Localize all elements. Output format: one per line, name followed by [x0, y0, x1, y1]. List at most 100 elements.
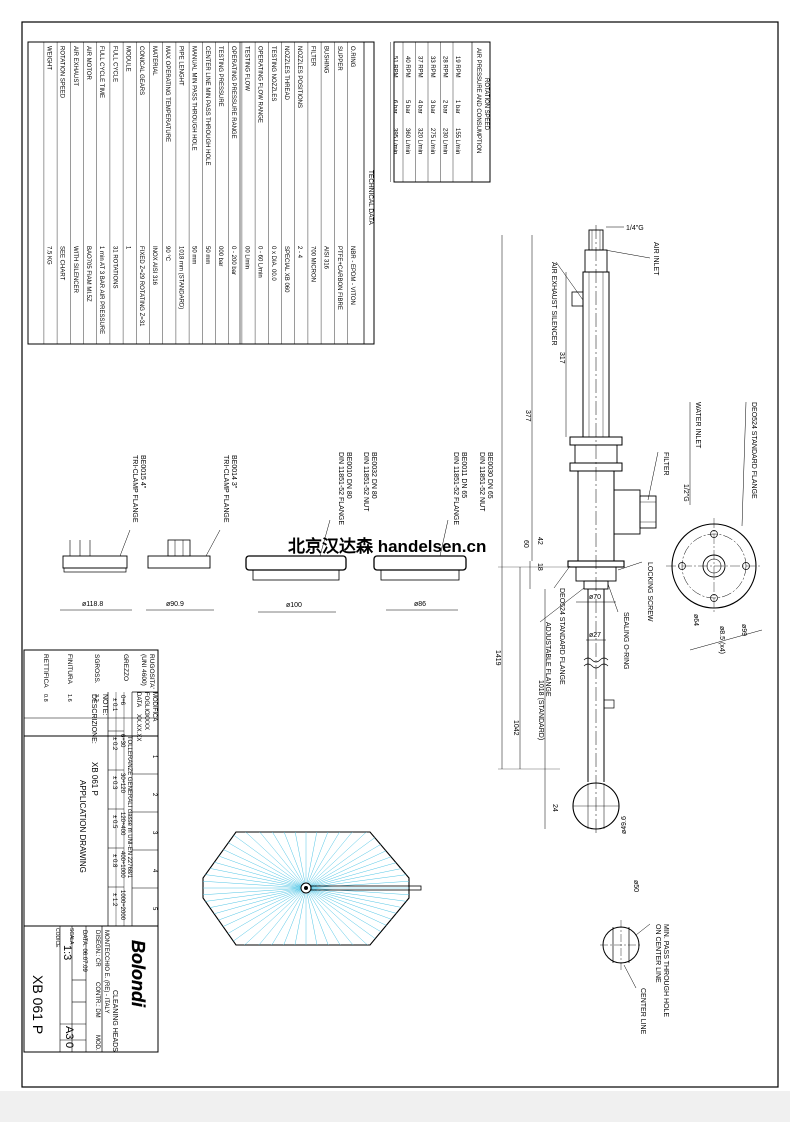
flange-be0030-code: BE0030 DN 65	[486, 452, 493, 499]
tb-rev: 0	[63, 1042, 75, 1048]
callout-adjustable-flange: ADJUSTABLE FLANGE	[544, 622, 551, 697]
tech-row-label: FILTER	[309, 46, 315, 67]
speed-row-rpm: 28 RPM	[442, 56, 448, 78]
rotation-speed-chart: ROTATION SPEED AIR PRESSURE AND CONSUMPT…	[390, 41, 491, 183]
tech-row-value: 0 - 60 L/min	[257, 246, 263, 278]
tb-scala-lbl: SCALA	[68, 928, 74, 945]
sheet-border	[21, 21, 779, 1088]
flange-be0015-type: TRI-CLAMP FLANGE	[131, 455, 138, 523]
tech-row-value: 700 MICRON	[309, 246, 315, 282]
callout-deo-flange: DEO524 STANDARD FLANGE	[750, 402, 757, 499]
speed-row-flow: 360 L/min	[404, 128, 410, 154]
tb-data-val: XX.XX.XX	[135, 714, 141, 741]
tb-foglio: FOGLIO	[143, 692, 149, 715]
tech-row-value: NBR - EPDM - VITON	[349, 246, 355, 305]
tol-range: 0÷6	[119, 695, 125, 706]
tech-row-value: 50 mm	[191, 246, 197, 264]
dim-phi70: ø70	[589, 594, 601, 601]
tol-value: ± 1.2	[111, 893, 117, 907]
tech-row-label: AIR MOTOR	[85, 46, 91, 81]
tech-row-value: FIXED Z=29 ROTATING Z=31	[138, 246, 144, 327]
tech-row-label: BUSHING	[323, 46, 329, 74]
flange-be0014-code: BE0014 3"	[230, 455, 237, 489]
flange-be0010-code: BE0010 DN 80	[345, 452, 352, 499]
tech-row-value: 0 - 200 bar	[230, 246, 236, 275]
tol-value: ± 0.1	[111, 698, 117, 712]
tb-codice-lbl: CODICE	[54, 928, 60, 948]
flange-be0014: BE0014 3" TRI-CLAMP FLANGE ø90.9	[146, 455, 237, 611]
callout-locking-screw: LOCKING SCREW	[646, 562, 653, 622]
tech-row-value: 2 - 4	[296, 246, 302, 259]
tech-row-label: O.RING	[349, 46, 355, 68]
callout-water-inlet: WATER INLET	[694, 402, 701, 449]
tb-subtitle: CLEANING HEADS	[111, 990, 118, 1052]
page-footer-band	[0, 1091, 790, 1122]
flange-be0011-flange: DIN 11851-52 FLANGE	[452, 452, 459, 525]
dim-317: 317	[558, 352, 565, 364]
tech-row-label: OPERATING FLOW RANGE	[257, 46, 263, 123]
flange-be0030-dia: ø86	[414, 601, 426, 608]
speed-chart-title-1: ROTATION SPEED	[483, 78, 489, 131]
tb-rugosita: RUGOSITA'	[148, 654, 155, 689]
flange-options: BE0015 4" TRI-CLAMP FLANGE ø118.8 BE0014…	[60, 452, 493, 613]
tech-row-label: TESTING PRESSURE	[217, 46, 223, 107]
tb-codice: XB 061 P	[30, 975, 46, 1034]
speed-row-rpm: 51 RPM	[392, 56, 398, 78]
tb-descrizione: DESCRIZIONE:	[90, 694, 97, 744]
tech-row-value: BAO705 FIAM MI.5Z	[85, 246, 91, 302]
tech-row-value: 50 mm	[204, 246, 210, 264]
tech-row-value: AISI 316	[323, 246, 329, 270]
tb-modifica: MODIFICA	[151, 692, 157, 721]
tb-r08: 0.8	[42, 694, 48, 702]
speed-row-bar: 5 bar	[404, 100, 410, 114]
tol-value: ± 0.3	[111, 776, 117, 790]
speed-row-bar: 2 bar	[442, 100, 448, 114]
tech-row-label: FULL CYCLE	[111, 46, 117, 82]
tol-range: 400÷1000	[119, 851, 125, 878]
spray-pattern	[202, 831, 422, 946]
tech-row-value: 90 °C	[164, 246, 170, 262]
tb-desc-2: APPLICATION DRAWING	[78, 780, 87, 873]
flange-be0032-code: BE0032 DN 80	[370, 452, 377, 499]
tech-row-label: NOZZLES THREAD	[283, 46, 289, 101]
flange-be0014-dia: ø90.9	[166, 601, 184, 608]
tb-company-logo: Bolondi	[128, 940, 148, 1008]
deo524-flange-top-view: DEO524 STANDARD FLANGE ø99 ø8.5 (x4) ø64	[666, 401, 763, 654]
tech-row-label: MAX OPERATING TEMPERATURE	[164, 46, 170, 142]
speed-row-bar: 1 bar	[454, 100, 460, 114]
flange-be0015: BE0015 4" TRI-CLAMP FLANGE ø118.8	[60, 455, 146, 611]
tb-finitura: FINITURA	[66, 654, 73, 685]
speed-row-flow: 155 L/min	[454, 128, 460, 154]
dim-phi99: ø99	[740, 624, 747, 636]
dim-42: 42	[536, 537, 543, 545]
tech-row-label: SUPPER	[336, 46, 342, 71]
callout-air-inlet: AIR INLET	[652, 242, 659, 276]
flange-be0030-nut: DIN 11851-52 NUT	[478, 452, 485, 512]
tech-row-label: MODULE	[125, 46, 131, 72]
speed-row-rpm: 37 RPM	[417, 56, 423, 78]
dim-18: 18	[536, 563, 543, 571]
rev-col-number: 3	[151, 831, 157, 835]
title-block: RUGOSITA' (UNI 4600) GREZZO SGROSS. FINI…	[23, 649, 159, 1053]
callout-center-line: CENTER LINE	[639, 988, 646, 1035]
tech-row-label: WEIGHT	[45, 46, 51, 70]
watermark-text: 北京汉达森 handelsen.cn	[288, 537, 487, 556]
flange-be0032-dia: ø100	[286, 602, 302, 609]
flange-be0010-flange: DIN 11851-52 FLANGE	[337, 452, 344, 525]
tol-range: 120÷400	[119, 812, 125, 836]
dim-24: 24	[551, 804, 558, 812]
dim-60: 60	[522, 540, 529, 548]
tech-row-value: PTFE+CARBON FIBRE	[336, 246, 342, 310]
speed-row-rpm: 19 RPM	[454, 56, 460, 78]
dim-phi85: ø8.5 (x4)	[718, 626, 725, 654]
tech-row-label: MATERIAL	[151, 46, 157, 76]
tb-r32: 3.2	[93, 694, 99, 702]
speed-row-flow: 275 L/min	[429, 128, 435, 154]
speed-row-flow: 230 L/min	[442, 128, 448, 154]
speed-row-bar: 3 bar	[429, 100, 435, 114]
callout-thread-quarter: 1/4"G	[626, 225, 644, 232]
tech-row-label: NOZZLES POSITIONS	[296, 46, 302, 108]
tech-row-value: 00 L/min	[243, 246, 249, 269]
dim-1419: 1419	[494, 650, 501, 666]
